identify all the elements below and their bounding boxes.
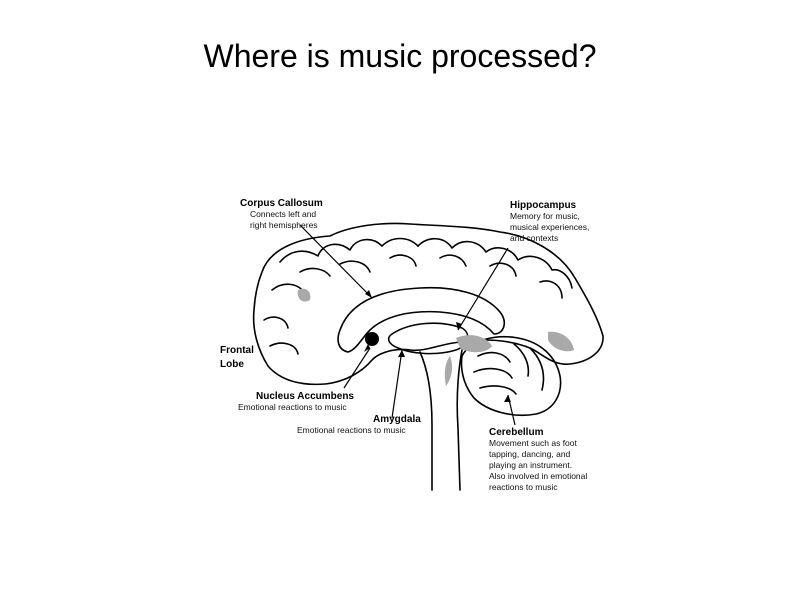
cerebellum-desc-1: Movement such as foot xyxy=(489,438,577,448)
hippocampus-desc-3: and contexts xyxy=(510,233,559,243)
corpus-callosum-desc-2: right hemispheres xyxy=(250,220,318,230)
amygdala-label: Amygdala Emotional reactions to music xyxy=(297,414,421,436)
cerebellum-shape xyxy=(460,336,562,417)
cerebellum-desc-3: playing an instrument. xyxy=(489,460,573,470)
nucleus-accumbens-pointer xyxy=(343,347,371,389)
amygdala-pointer xyxy=(391,349,403,419)
corpus-callosum-pointer xyxy=(299,224,373,299)
corpus-callosum-name: Corpus Callosum xyxy=(240,198,323,209)
amygdala-desc: Emotional reactions to music xyxy=(297,425,406,435)
hippocampus-label: Hippocampus Memory for music, musical ex… xyxy=(510,200,589,244)
hippocampus-pointer xyxy=(457,247,509,331)
nucleus-accumbens-desc: Emotional reactions to music xyxy=(238,402,347,412)
corpus-callosum-label: Corpus Callosum Connects left and right … xyxy=(240,198,323,231)
nucleus-accumbens-label: Nucleus Accumbens Emotional reactions to… xyxy=(238,391,354,413)
cerebrum-outline xyxy=(252,222,604,386)
corpus-callosum-desc-1: Connects left and xyxy=(250,209,317,219)
nucleus-accumbens-dot xyxy=(365,332,379,346)
slide-title: Where is music processed? xyxy=(203,38,597,74)
frontal-lobe-label: Frontal Lobe xyxy=(220,344,254,372)
amygdala-name: Amygdala xyxy=(373,414,421,425)
frontal-lobe-name-1: Frontal xyxy=(220,345,254,356)
hippocampus-name: Hippocampus xyxy=(510,200,577,211)
cerebellum-desc-5: reactions to music xyxy=(489,482,558,492)
corpus-callosum-shape xyxy=(337,286,506,353)
frontal-lobe-name-2: Lobe xyxy=(220,359,244,370)
nucleus-accumbens-name: Nucleus Accumbens xyxy=(256,391,354,402)
brainstem xyxy=(419,349,463,491)
cerebellum-desc-2: tapping, dancing, and xyxy=(489,449,571,459)
hippocampus-desc-2: musical experiences, xyxy=(510,222,590,232)
cerebellum-name: Cerebellum xyxy=(489,427,544,438)
cerebellum-desc-4: Also involved in emotional xyxy=(489,471,588,481)
hippocampus-desc-1: Memory for music, xyxy=(510,211,580,221)
cerebellum-label: Cerebellum Movement such as foot tapping… xyxy=(489,427,587,493)
